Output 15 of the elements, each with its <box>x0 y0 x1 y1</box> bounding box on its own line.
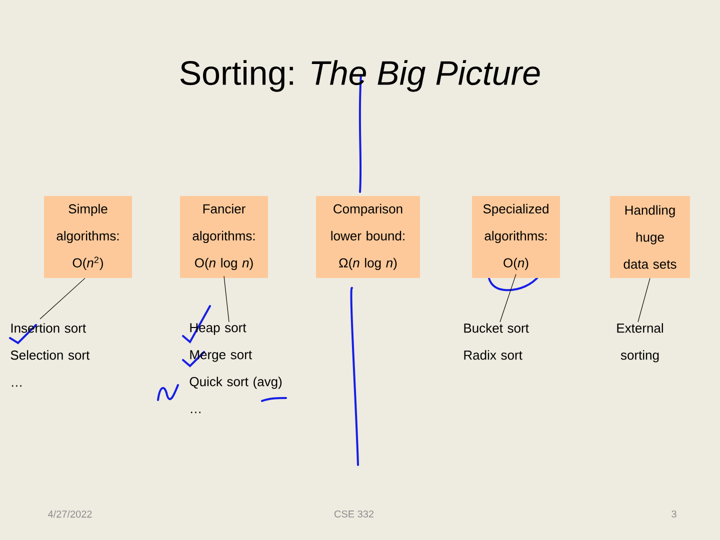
category-box: Handling huge data sets <box>610 196 690 278</box>
category-box: Fancier algorithms: O(n log n) <box>180 196 268 278</box>
sort-list: Bucket sort Radix sort <box>464 323 529 360</box>
leader-line <box>500 274 516 322</box>
category-box: Specialized algorithms: O(n) <box>472 196 560 278</box>
category-box: Comparison lower bound: Ω(n log n) <box>316 196 420 278</box>
footer-date: 4/27/2022 <box>48 510 92 518</box>
leader-line <box>638 278 650 322</box>
sort-list: External sorting <box>617 323 663 362</box>
leader-line <box>224 276 230 322</box>
slide-title: Sorting: The Big Picture <box>180 60 540 92</box>
category-box: Simple algorithms: O(n$^{2}$) <box>44 196 132 278</box>
footer-course: CSE 332 <box>334 510 374 518</box>
page-number: 3 <box>672 510 676 518</box>
leader-line <box>40 278 86 320</box>
